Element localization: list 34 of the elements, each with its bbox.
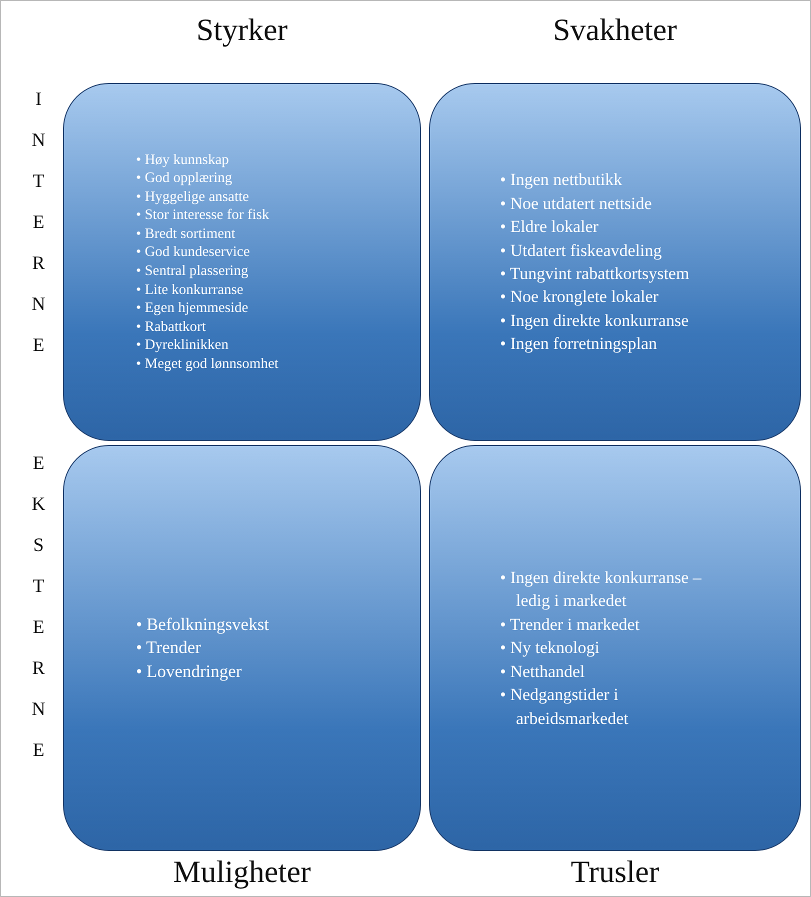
- bullet-item: • Ingen nettbutikk: [500, 169, 624, 192]
- bullet-item: • Netthandel: [500, 660, 586, 683]
- quadrant-heading: Svakheter: [552, 12, 678, 48]
- bullet-item: • Meget god lønnsomhet: [136, 354, 280, 374]
- quadrant-heading: Trusler: [570, 854, 660, 890]
- vertical-side-label: INTERNE: [27, 89, 49, 376]
- bullet-item: • Ingen direkte konkurranse: [500, 310, 690, 332]
- bullet-item: • Tungvint rabattkortsystem: [500, 263, 690, 285]
- bullet-item: • Egen hjemmeside: [136, 299, 250, 318]
- bullet-item: • Trender i markedet: [500, 614, 641, 636]
- bullet-item: • Sentral plassering: [136, 262, 250, 281]
- bullet-item: • Nedgangstider i arbeidsmarkedet: [500, 684, 630, 730]
- bullet-item: • Utdatert fiskeavdeling: [500, 240, 663, 262]
- bullet-item: • Ingen forretningsplan: [500, 333, 658, 356]
- bullet-item: • Hyggelige ansatte: [136, 188, 250, 206]
- bullet-item: • Eldre lokaler: [500, 216, 600, 238]
- bullet-item: • Rabattkort: [136, 318, 207, 336]
- bullet-item: • Stor interesse for fisk: [136, 206, 270, 225]
- bullet-item: • Ingen direkte konkurranse – ledig i markedet: [500, 566, 702, 612]
- bullet-item: • Ny teknologi: [500, 637, 600, 660]
- bullet-item: • Trender: [136, 636, 202, 660]
- bullet-item: • Høy kunnskap: [136, 150, 230, 170]
- bullet-item: • Lovendringer: [136, 660, 243, 683]
- quadrant-heading: Muligheter: [172, 854, 312, 890]
- bullet-item: • God opplæring: [136, 169, 234, 188]
- bullet-item: • Befolkningsvekst: [136, 612, 270, 636]
- bullet-item: • Lite konkurranse: [136, 280, 244, 300]
- bullet-item: • Bredt sortiment: [136, 224, 236, 244]
- quadrant-heading: Styrker: [195, 12, 289, 48]
- bullet-item: • God kundeservice: [136, 243, 251, 262]
- bullet-item: • Dyreklinikken: [136, 336, 230, 355]
- bullet-item: • Noe utdatert nettside: [500, 192, 653, 215]
- bullet-item: • Noe kronglete lokaler: [500, 286, 660, 308]
- vertical-side-label: EKSTERNE: [27, 453, 49, 781]
